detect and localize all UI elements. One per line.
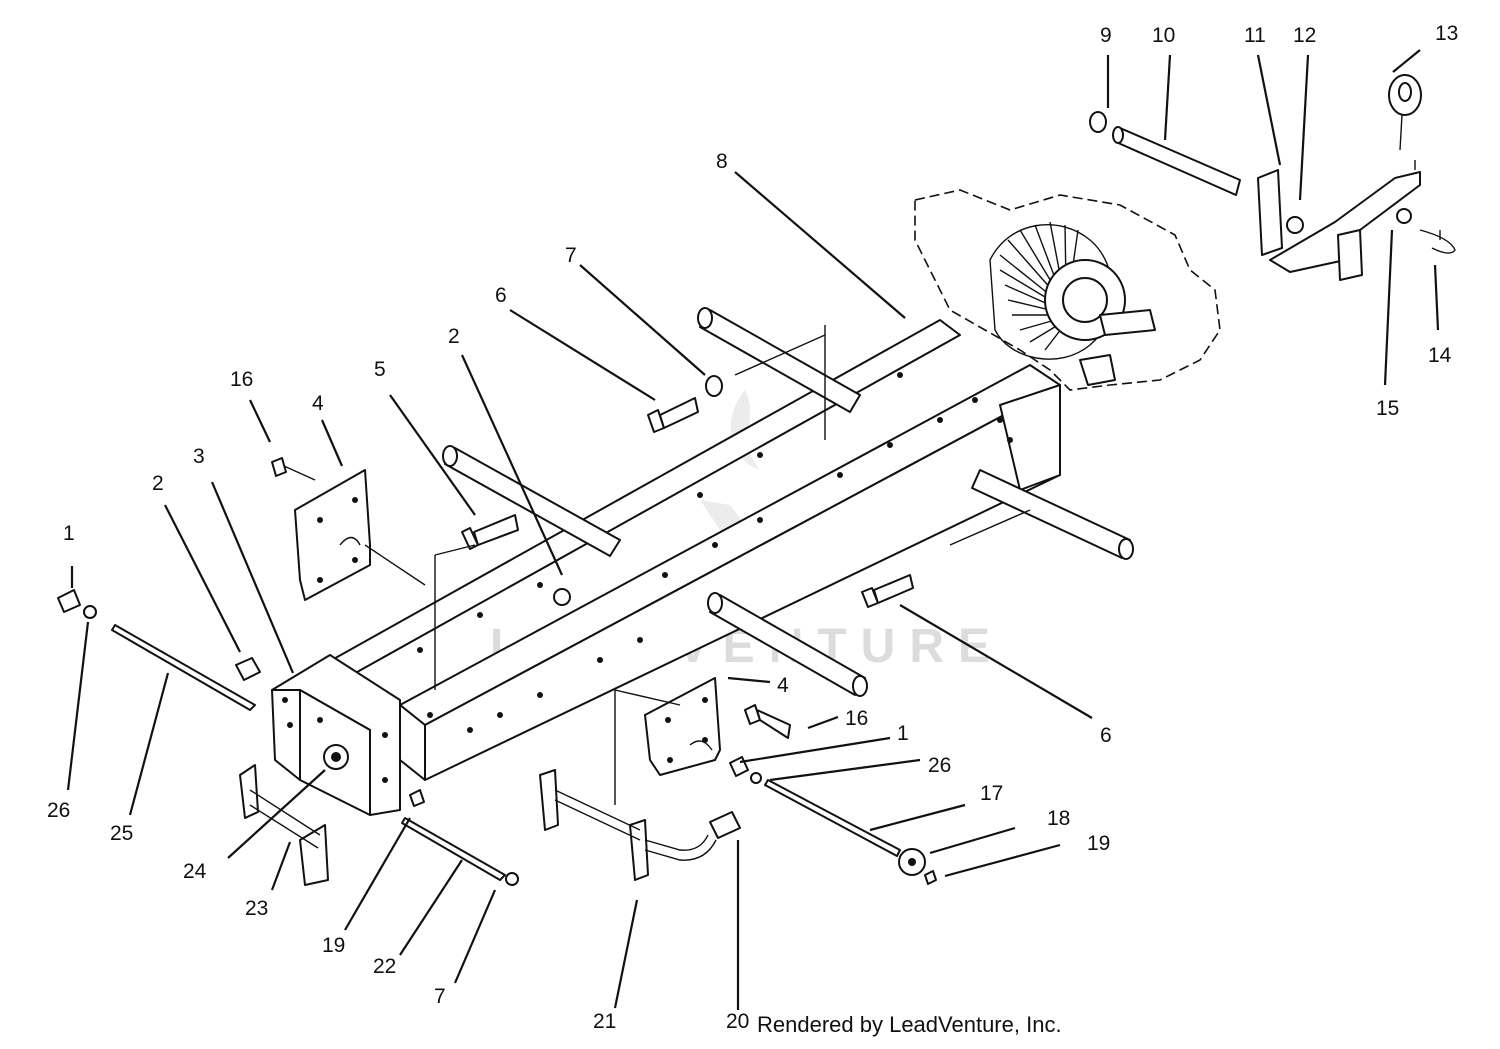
callout-4-upper: 4	[312, 392, 324, 415]
callout-6-lower: 6	[1100, 724, 1112, 747]
callout-10: 10	[1152, 24, 1175, 47]
callout-8: 8	[716, 150, 728, 173]
render-credit: Rendered by LeadVenture, Inc.	[757, 1012, 1062, 1037]
front-bracket	[271, 654, 401, 816]
callout-12: 12	[1293, 24, 1316, 47]
callout-23: 23	[245, 897, 268, 920]
callout-6-upper: 6	[495, 284, 507, 307]
mount-plate-upper	[294, 469, 371, 601]
callout-2-left: 2	[152, 472, 164, 495]
callout-25: 25	[110, 822, 133, 845]
callout-17: 17	[980, 782, 1003, 805]
cross-tubes	[442, 307, 1134, 697]
callout-13: 13	[1435, 22, 1458, 45]
engine-fins	[999, 221, 1079, 351]
frame-holes	[417, 372, 1013, 733]
callout-19-right: 19	[1087, 832, 1110, 855]
callout-20: 20	[726, 1010, 749, 1033]
callout-15: 15	[1376, 397, 1399, 420]
callout-22: 22	[373, 955, 396, 978]
bushing	[323, 744, 349, 770]
engine-transaxle	[914, 189, 1221, 391]
callout-26-right: 26	[928, 754, 951, 777]
callout-7-lower: 7	[434, 985, 446, 1008]
spindle-bracket	[239, 764, 329, 886]
rods	[111, 624, 901, 881]
callout-16-lower: 16	[845, 707, 868, 730]
callout-2-center: 2	[448, 325, 460, 348]
grip	[709, 811, 741, 839]
callout-7-upper: 7	[565, 244, 577, 267]
callout-9: 9	[1100, 24, 1112, 47]
callout-11: 11	[1244, 24, 1266, 47]
callout-24: 24	[183, 860, 207, 883]
callout-3: 3	[193, 445, 205, 468]
callout-5: 5	[374, 358, 386, 381]
callout-26-left: 26	[47, 799, 70, 822]
callout-19-left: 19	[322, 934, 345, 957]
callout-1-right: 1	[897, 722, 909, 745]
callout-18: 18	[1047, 807, 1070, 830]
mount-plate-lower	[644, 677, 721, 776]
callout-1-left: 1	[63, 522, 75, 545]
hitch-assembly	[1089, 74, 1456, 281]
callout-labels: 1 1 2 2 3 4 4 5 6 6 7 7 8 9 10 11 12 13 …	[47, 22, 1458, 1033]
alignment-lines	[364, 160, 1441, 805]
callout-14: 14	[1428, 344, 1452, 367]
callout-16-upper: 16	[230, 368, 253, 391]
callout-21: 21	[593, 1010, 616, 1033]
callout-4-lower: 4	[777, 674, 789, 697]
frame-right-rail	[399, 364, 1061, 781]
leader-lines	[66, 49, 1440, 1010]
lift-arm	[539, 769, 717, 881]
